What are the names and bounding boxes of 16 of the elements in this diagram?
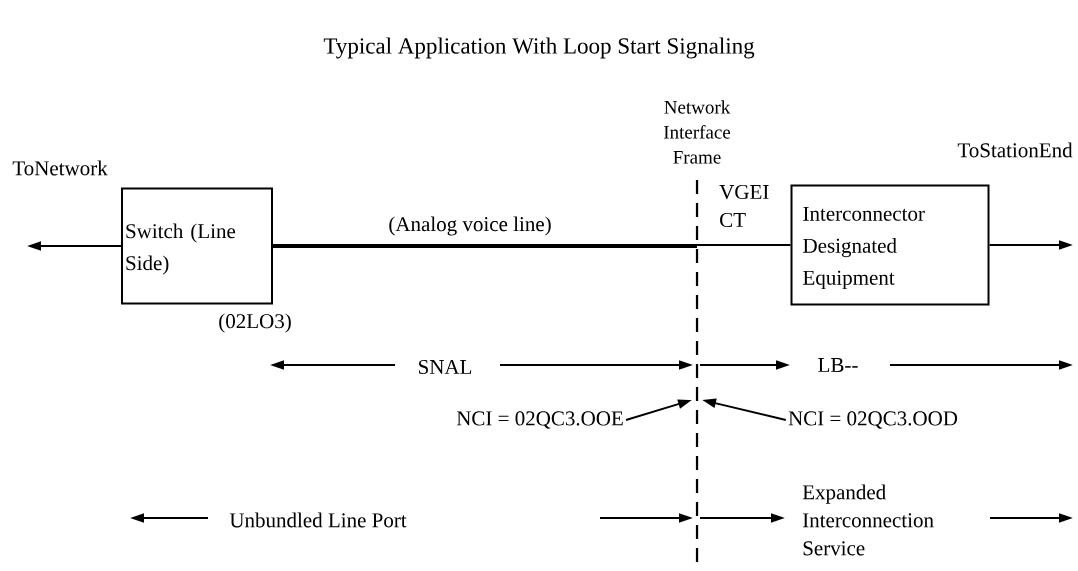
callout-text: NCI = 02QC3.OOD — [788, 411, 958, 429]
edge-label: (Analog voice line) — [389, 216, 551, 236]
process-box: Switch (Line Side) — [121, 187, 273, 305]
connector — [696, 244, 792, 246]
span-label: LB-- — [818, 358, 858, 372]
callout-text: NCI = 02QC3.OOE — [456, 411, 623, 429]
title: Typical Application With Loop Start Signaling — [323, 37, 755, 59]
connector — [273, 244, 697, 248]
span-label: Unbundled Line Port — [229, 512, 407, 528]
span-label: Expanded Interconnection Service — [802, 484, 934, 556]
circuit-label: VGEI CT — [719, 184, 769, 228]
span-label: SNAL — [419, 359, 472, 375]
node-caption: (02LO3) — [219, 313, 291, 333]
end-label: ToNetwork — [12, 160, 108, 176]
process-box: Interconnector Designated Equipment — [790, 184, 990, 306]
end-label: ToStationEnd — [957, 142, 1073, 158]
